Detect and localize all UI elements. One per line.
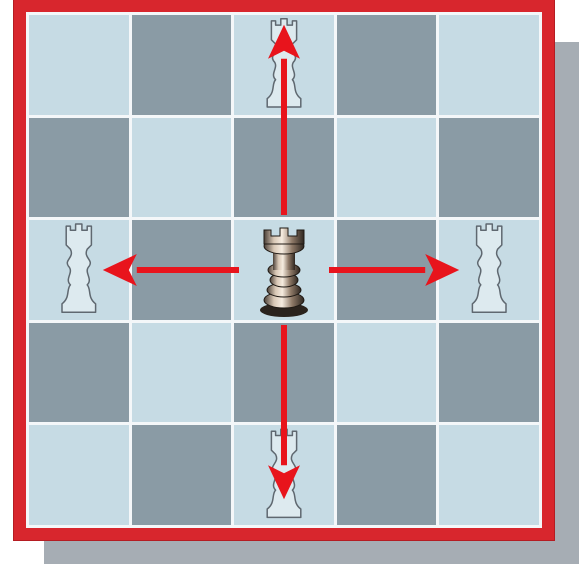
square-c2[interactable] [234, 323, 334, 423]
square-c4[interactable] [234, 118, 334, 218]
square-d3[interactable] [337, 220, 437, 320]
square-b1[interactable] [132, 425, 232, 525]
chessboard-frame [14, 0, 554, 540]
square-d2[interactable] [337, 323, 437, 423]
square-a4[interactable] [29, 118, 129, 218]
square-e1[interactable] [439, 425, 539, 525]
square-a3[interactable] [29, 220, 129, 320]
square-a1[interactable] [29, 425, 129, 525]
square-e3[interactable] [439, 220, 539, 320]
chessboard [26, 12, 542, 528]
square-b2[interactable] [132, 323, 232, 423]
square-a5[interactable] [29, 15, 129, 115]
square-a2[interactable] [29, 323, 129, 423]
square-e2[interactable] [439, 323, 539, 423]
square-b4[interactable] [132, 118, 232, 218]
square-e4[interactable] [439, 118, 539, 218]
square-c3[interactable] [234, 220, 334, 320]
square-b5[interactable] [132, 15, 232, 115]
square-c5[interactable] [234, 15, 334, 115]
square-b3[interactable] [132, 220, 232, 320]
square-d4[interactable] [337, 118, 437, 218]
square-c1[interactable] [234, 425, 334, 525]
square-d1[interactable] [337, 425, 437, 525]
square-d5[interactable] [337, 15, 437, 115]
square-e5[interactable] [439, 15, 539, 115]
